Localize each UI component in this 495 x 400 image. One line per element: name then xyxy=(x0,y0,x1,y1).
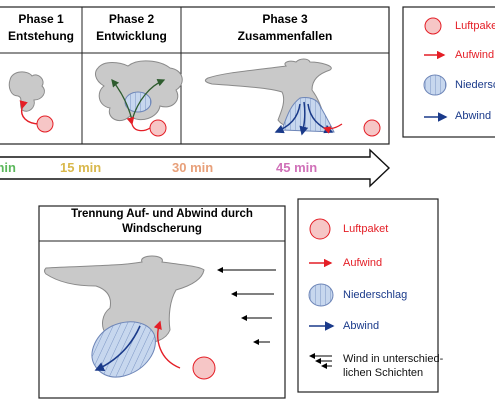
phase2-subtitle: Entwicklung xyxy=(96,29,167,43)
phase1-subtitle: Entstehung xyxy=(8,29,74,43)
legend2-aufwind-label: Aufwind xyxy=(343,257,383,269)
timeline-label-0: 0 min xyxy=(0,160,16,175)
legend-niederschlag-icon xyxy=(423,74,447,96)
legend2-wind-label-line1: Wind in unterschied- xyxy=(343,353,444,365)
phase2-title: Phase 2 xyxy=(108,12,155,26)
legend-bottom-frame xyxy=(297,198,439,393)
legend2-wind-icon xyxy=(309,353,332,369)
legend2-luftpaket-icon xyxy=(309,218,331,240)
legend-luftpaket-icon xyxy=(424,17,442,35)
phase1-cloud xyxy=(8,71,54,133)
legend-abwind-label: Abwind xyxy=(455,110,492,122)
phase3-subtitle: Zusammenfallen xyxy=(237,29,333,43)
legend2-luftpaket-label: Luftpaket xyxy=(343,223,389,235)
phases-panel xyxy=(0,6,390,145)
timeline-label-15: 15 min xyxy=(60,160,102,175)
legend2-niederschlag-icon xyxy=(308,283,334,307)
timeline-arrow xyxy=(0,148,391,188)
legend-niederschlag-label: Niederschlag xyxy=(455,79,495,91)
legend-luftpaket-label: Luftpaket xyxy=(455,20,495,32)
phase2-cloud xyxy=(95,60,183,137)
legend2-niederschlag-label: Niederschlag xyxy=(343,289,408,301)
legend2-wind-label-line2: lichen Schichten xyxy=(343,367,424,379)
legend2-abwind-label: Abwind xyxy=(343,320,380,332)
legend-top-frame xyxy=(402,6,495,138)
legend-top-labels: Luftpaket Aufwind Niederschlag Abwind xyxy=(455,14,495,134)
legend-aufwind-label: Aufwind xyxy=(455,49,495,61)
phase1-title: Phase 1 xyxy=(18,12,64,26)
shear-title-line2: Windscherung xyxy=(122,223,202,235)
shear-title-line1: Trennung Auf- und Abwind durch xyxy=(71,208,253,220)
timeline-label-30: 30 min xyxy=(172,160,214,175)
phase3-title: Phase 3 xyxy=(262,12,308,26)
phase3-cloud xyxy=(204,58,381,137)
timeline-labels: 0 min 15 min 30 min 45 min xyxy=(0,159,370,177)
shear-panel xyxy=(38,205,286,399)
timeline-label-45: 45 min xyxy=(276,160,318,175)
